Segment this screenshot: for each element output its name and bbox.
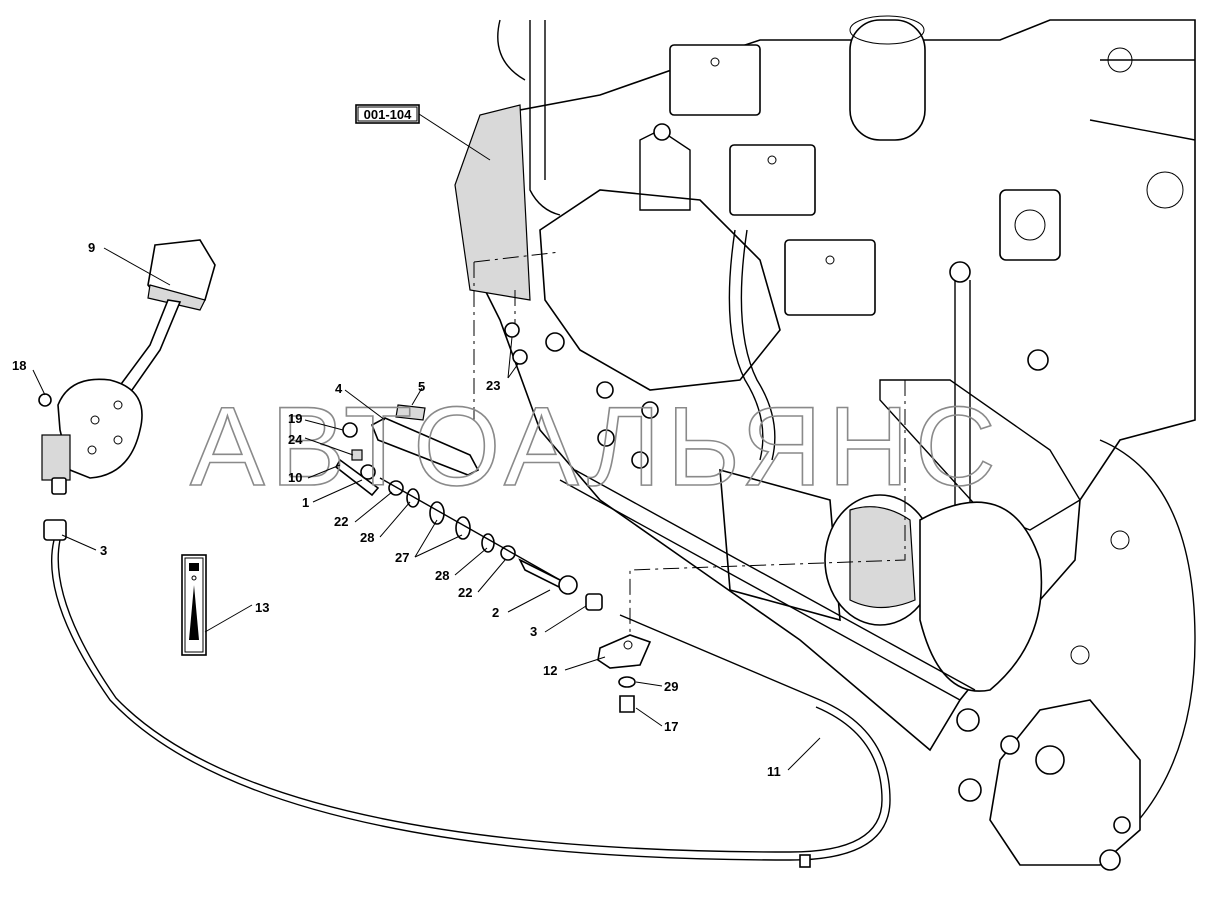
callout-18: 18 — [12, 358, 26, 373]
callout-27: 27 — [395, 550, 409, 565]
nut-23a — [504, 322, 520, 338]
centerline-3 — [629, 380, 906, 640]
rod-end-1 — [360, 464, 376, 480]
callout-2: 2 — [492, 605, 499, 620]
nut-22b — [500, 545, 516, 561]
callout-24: 24 — [288, 432, 303, 447]
solenoid-box-3 — [784, 239, 876, 316]
callout-28-lower: 28 — [435, 568, 449, 583]
lever-4 — [370, 417, 480, 476]
solenoid-box-2 — [729, 144, 816, 216]
washer-29 — [618, 676, 636, 688]
callout-9: 9 — [88, 240, 95, 255]
clip-12 — [597, 634, 652, 669]
engine-assembly — [454, 15, 1196, 871]
watermark: АВТОАЛЬЯНС — [190, 384, 1002, 509]
callout-labels: 9 18 3 13 4 5 19 24 10 1 22 28 27 28 22 … — [12, 240, 781, 779]
mount-bracket — [999, 189, 1061, 261]
pedal-base-plate — [41, 434, 71, 481]
label-plate-13 — [181, 554, 207, 656]
engine-mount — [989, 699, 1141, 866]
callout-3-right: 3 — [530, 624, 537, 639]
sleeve-3 — [585, 593, 603, 611]
cable-end-3 — [43, 519, 67, 541]
reference-box-text: 001-104 — [364, 107, 412, 122]
callout-5: 5 — [418, 379, 425, 394]
callout-3-left: 3 — [100, 543, 107, 558]
callout-19: 19 — [288, 411, 302, 426]
callout-4: 4 — [335, 381, 343, 396]
callout-12: 12 — [543, 663, 557, 678]
callout-29: 29 — [664, 679, 678, 694]
callout-11: 11 — [767, 764, 781, 779]
callout-22-upper: 22 — [334, 514, 348, 529]
reference-leader — [418, 113, 491, 161]
linkage-parts — [334, 322, 652, 713]
leader-lines — [32, 247, 821, 771]
callout-13: 13 — [255, 600, 269, 615]
spring-5 — [395, 404, 426, 421]
callout-17: 17 — [664, 719, 678, 734]
screw-18 — [38, 393, 52, 407]
callout-28-upper: 28 — [360, 530, 374, 545]
solenoid-box-1 — [669, 44, 761, 116]
pedal-housing — [57, 378, 143, 479]
callout-1: 1 — [302, 495, 309, 510]
callout-10: 10 — [288, 470, 302, 485]
washer-27a — [429, 501, 445, 525]
pedal-assembly — [38, 239, 216, 541]
callout-23: 23 — [486, 378, 500, 393]
ferrule-2 — [558, 575, 578, 595]
nut-23b — [512, 349, 528, 365]
callout-22-lower: 22 — [458, 585, 472, 600]
throttle-cable — [51, 539, 891, 861]
filter-cylinder — [849, 19, 926, 141]
bolt-17 — [619, 695, 635, 713]
centerline-2 — [473, 251, 561, 263]
